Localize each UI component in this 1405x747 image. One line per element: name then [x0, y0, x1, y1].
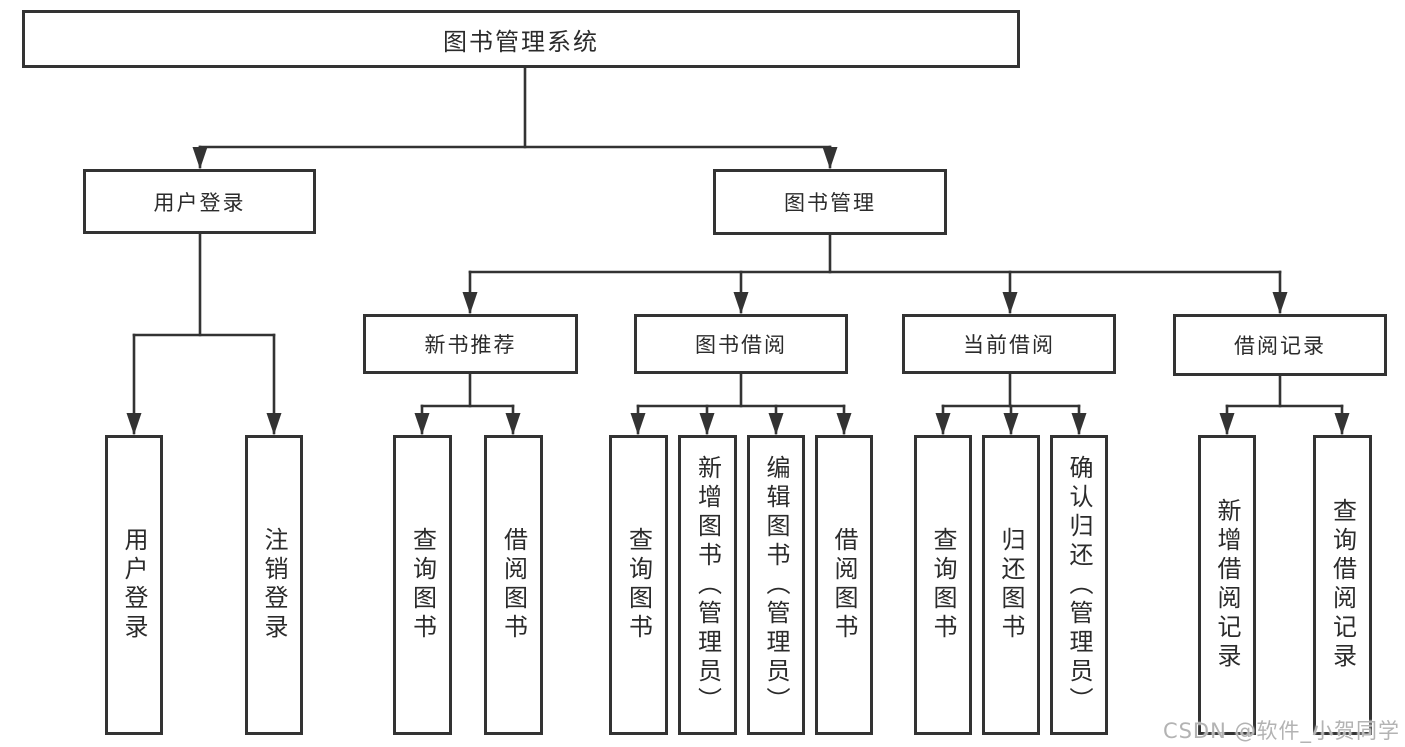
arrow-down-icon: [1272, 292, 1288, 314]
node-label: 查询图书: [408, 527, 437, 643]
node-label: 注销登录: [260, 527, 288, 643]
node-root: 图书管理系统: [22, 10, 1020, 68]
arrow-down-icon: [1003, 413, 1019, 435]
node-label: 借阅图书: [830, 527, 858, 643]
node-leaf-borrow-book-1: 借阅图书: [484, 435, 543, 735]
node-label: 用户登录: [120, 527, 148, 643]
arrow-down-icon: [836, 413, 852, 435]
node-leaf-query-book-3: 查询图书: [914, 435, 972, 735]
node-leaf-add-record: 新增借阅记录: [1198, 435, 1256, 735]
node-leaf-query-book-1: 查询图书: [393, 435, 452, 735]
arrow-down-icon: [630, 413, 646, 435]
node-book-mgmt-branch: 图书管理: [713, 169, 947, 235]
node-borrow-records: 借阅记录: [1173, 314, 1387, 376]
node-label: 用户登录: [153, 190, 246, 215]
arrow-down-icon: [414, 413, 430, 435]
arrow-down-icon: [1334, 413, 1350, 435]
node-leaf-return-book: 归还图书: [982, 435, 1040, 735]
node-label: 查询借阅记录: [1328, 498, 1357, 672]
node-label: 新增借阅记录: [1213, 498, 1241, 672]
arrow-down-icon: [462, 292, 478, 314]
node-leaf-logout: 注销登录: [245, 435, 303, 735]
node-leaf-borrow-book-2: 借阅图书: [815, 435, 873, 735]
arrow-down-icon: [192, 147, 208, 169]
node-leaf-user-login: 用户登录: [105, 435, 163, 735]
arrow-down-icon: [768, 413, 784, 435]
node-label: 当前借阅: [963, 333, 1055, 357]
arrow-down-icon: [266, 413, 282, 435]
node-leaf-query-record: 查询借阅记录: [1313, 435, 1372, 735]
node-label: 新增图书（管理员）: [693, 454, 722, 716]
arrow-down-icon: [822, 147, 838, 169]
node-leaf-query-book-2: 查询图书: [609, 435, 668, 735]
node-label: 编辑图书（管理员）: [762, 454, 790, 716]
node-new-book-rec: 新书推荐: [363, 314, 578, 374]
node-book-borrow: 图书借阅: [634, 314, 848, 374]
arrow-down-icon: [733, 292, 749, 314]
node-label: 借阅图书: [499, 527, 528, 643]
arrow-down-icon: [699, 413, 715, 435]
node-label: 借阅记录: [1234, 334, 1326, 358]
node-label: 图书管理系统: [443, 27, 599, 56]
node-label: 图书借阅: [695, 333, 787, 357]
arrow-down-icon: [505, 413, 521, 435]
arrow-down-icon: [1219, 413, 1235, 435]
arrow-down-icon: [935, 413, 951, 435]
arrow-down-icon: [1071, 413, 1087, 435]
arrow-down-icon: [126, 413, 142, 435]
arrow-down-icon: [1002, 292, 1018, 314]
node-label: 确认归还（管理员）: [1065, 454, 1093, 716]
node-label: 查询图书: [624, 527, 653, 643]
node-current-borrow: 当前借阅: [902, 314, 1116, 374]
node-leaf-edit-book: 编辑图书（管理员）: [747, 435, 805, 735]
node-label: 归还图书: [997, 527, 1025, 643]
watermark: CSDN @软件_小贺同学: [1162, 719, 1400, 743]
node-leaf-confirm-return: 确认归还（管理员）: [1050, 435, 1108, 735]
node-label: 新书推荐: [424, 333, 517, 357]
node-label: 查询图书: [929, 527, 957, 643]
node-leaf-add-book: 新增图书（管理员）: [678, 435, 737, 735]
node-user-login-branch: 用户登录: [83, 169, 316, 234]
node-label: 图书管理: [784, 191, 876, 215]
